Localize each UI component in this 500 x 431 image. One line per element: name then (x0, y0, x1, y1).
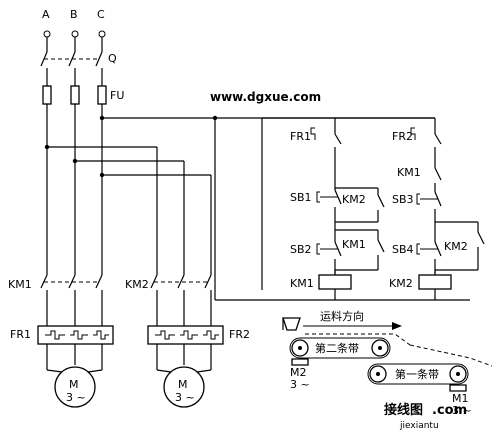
bus-wires (46, 104, 435, 275)
terminal-a (43, 30, 51, 38)
sb2-label: SB2 (290, 243, 312, 256)
km2-coil (418, 270, 452, 300)
phase-a-label: A (42, 8, 50, 21)
material-direction-arrow (303, 322, 402, 330)
sb4-label: SB4 (392, 243, 414, 256)
fr2-control-label: FR2 (392, 130, 413, 143)
fr1-power-label: FR1 (10, 328, 31, 341)
fr2-power-label: FR2 (229, 328, 250, 341)
junction-b (72, 158, 78, 164)
m2-phase-label: 3 ~ (290, 378, 310, 391)
fr1-thermal-relay (37, 325, 114, 370)
phase-b-label: B (70, 8, 78, 21)
km1-interlock-contact (434, 165, 442, 190)
fr2-thermal-relay (147, 325, 224, 370)
junction-a (44, 144, 50, 150)
km1-coil-label: KM1 (290, 277, 314, 290)
sb1-label: SB1 (290, 191, 312, 204)
belt-1 (367, 344, 493, 392)
fuse-label: FU (110, 89, 124, 102)
m1-phase-label: 3 ~ (452, 404, 472, 417)
belt-1-label: 第一条带 (395, 367, 439, 381)
belt-2 (289, 333, 411, 366)
km2-coil-label: KM2 (389, 277, 413, 290)
fr1-control-label: FR1 (290, 130, 311, 143)
km2-power-label: KM2 (125, 278, 149, 291)
km1-power-label: KM1 (8, 278, 32, 291)
km1-control-contact-label: KM1 (342, 238, 366, 251)
km1-main-contacts (40, 274, 103, 326)
terminal-b (71, 30, 79, 38)
km2-control-contact-label: KM2 (342, 193, 366, 206)
km2-hold-contact-left (335, 187, 385, 223)
watermark-pinyin: jiexiantu (399, 421, 439, 431)
motor-1-letter: M (69, 378, 79, 391)
sb1-start-button (316, 188, 342, 240)
website-label: www.dgxue.com (210, 90, 321, 104)
watermark-dot-com: .com (432, 403, 467, 418)
main-switch-label: Q (108, 52, 117, 65)
motor-2-letter: M (178, 378, 188, 391)
watermark-cn: 接线图 (384, 402, 423, 418)
phase-c-label: C (97, 8, 105, 21)
motor-2-phase: 3 ~ (175, 391, 195, 404)
sb3-label: SB3 (392, 193, 414, 206)
direction-label: 运料方向 (320, 309, 364, 323)
motor-1-phase: 3 ~ (66, 391, 86, 404)
main-switch-q (40, 37, 103, 86)
m2-label: M2 (290, 366, 307, 379)
belt-2-label: 第二条带 (315, 341, 359, 355)
terminal-c (98, 30, 106, 38)
fr2-control-contact (410, 127, 442, 165)
fr1-control-contact (310, 127, 342, 188)
m1-label: M1 (452, 392, 469, 405)
control-rails (214, 117, 470, 301)
km1-hold-contact (335, 229, 385, 271)
fuses-fu (42, 85, 107, 105)
sb3-start-button (416, 190, 442, 240)
km2-main-contacts (150, 274, 212, 326)
motor-2 (156, 366, 212, 408)
junction-c (99, 172, 105, 178)
km2-hold-contact-right (435, 221, 485, 271)
motor-1 (46, 366, 103, 408)
km1-interlock-label: KM1 (397, 166, 421, 179)
km1-coil (318, 270, 352, 300)
km2-hold-label: KM2 (444, 240, 468, 253)
junction-ctrl-top (99, 115, 105, 121)
feed-hopper (282, 317, 301, 331)
